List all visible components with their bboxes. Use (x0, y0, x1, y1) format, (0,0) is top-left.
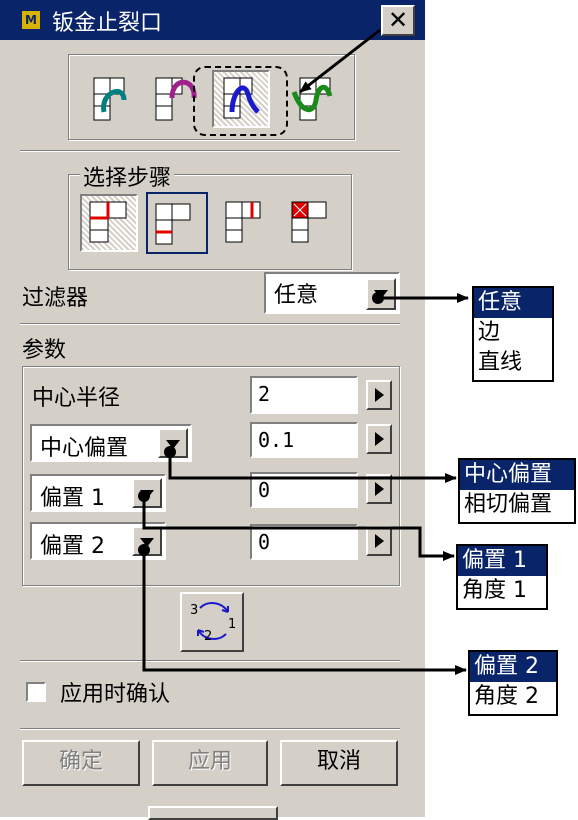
filter-options-popup: 任意 边 直线 (472, 286, 554, 382)
filter-option-any[interactable]: 任意 (474, 288, 552, 318)
cycle-num-1: 1 (228, 617, 236, 632)
chevron-down-icon[interactable] (158, 428, 188, 458)
separator (20, 728, 400, 730)
offset2-option-offset[interactable]: 偏置 2 (470, 652, 556, 682)
center-offset-options-popup: 中心偏置 相切偏置 (458, 458, 576, 524)
v-relief-type-button[interactable] (212, 70, 270, 128)
complex-relief-icon (291, 77, 333, 121)
separator (20, 323, 400, 325)
confirm-on-apply-label[interactable]: 应用时确认 (60, 682, 171, 707)
step-region-button[interactable] (284, 194, 342, 252)
selection-steps-title: 选择步骤 (80, 160, 175, 192)
center-offset-step-button[interactable] (366, 424, 392, 454)
offset1-type-select[interactable]: 偏置 1 (30, 474, 166, 512)
round-relief-type-button[interactable] (80, 70, 138, 128)
center-offset-option-tangent[interactable]: 相切偏置 (464, 492, 553, 517)
ok-button[interactable]: 确定 (22, 740, 140, 786)
chevron-down-icon[interactable] (132, 478, 162, 508)
offset2-type-value: 偏置 2 (40, 534, 105, 559)
offset1-step-button[interactable] (366, 474, 392, 504)
apply-button[interactable]: 应用 (152, 740, 268, 786)
round-relief-icon (93, 77, 127, 121)
chevron-down-icon[interactable] (132, 526, 162, 556)
offset1-options-popup: 偏置 1 角度 1 (456, 544, 548, 610)
filter-label: 过滤器 (22, 286, 89, 311)
relief-type-group (68, 54, 355, 140)
center-radius-label: 中心半径 (32, 386, 121, 411)
cycle-num-2: 2 (204, 629, 212, 644)
separator (20, 660, 400, 662)
step-corner-icon (225, 201, 261, 243)
params-label: 参数 (22, 338, 67, 363)
offset1-option-angle[interactable]: 角度 1 (462, 578, 527, 603)
cancel-button[interactable]: 取消 (280, 740, 398, 786)
offset2-step-button[interactable] (366, 526, 392, 556)
offset1-option-offset[interactable]: 偏置 1 (458, 546, 546, 576)
complex-relief-type-button[interactable] (286, 70, 344, 128)
offset1-input[interactable]: 0 (250, 472, 358, 508)
offset1-type-value: 偏置 1 (40, 486, 105, 511)
center-offset-type-select[interactable]: 中心偏置 (30, 424, 192, 462)
cycle-arrows-icon: 3 1 2 (190, 602, 236, 644)
cycle-offsets-button[interactable]: 3 1 2 (180, 592, 244, 652)
center-radius-input[interactable]: 2 (250, 376, 358, 414)
v-relief-icon (223, 77, 260, 119)
close-button[interactable]: ✕ (381, 5, 415, 36)
step-corner-button[interactable] (218, 194, 276, 252)
center-radius-step-button[interactable] (366, 380, 392, 410)
step-edge-button[interactable] (146, 192, 208, 254)
filter-option-line[interactable]: 直线 (478, 350, 523, 375)
partial-button-edge (148, 806, 278, 820)
step-edge-icon (155, 203, 191, 245)
app-icon: M (22, 11, 40, 29)
chevron-down-icon[interactable] (366, 278, 396, 310)
selected-type-highlight (193, 66, 288, 136)
filter-dropdown[interactable]: 任意 (264, 272, 400, 314)
offset2-type-select[interactable]: 偏置 2 (30, 522, 166, 560)
offset2-option-angle[interactable]: 角度 2 (474, 684, 539, 709)
title-bar[interactable]: M 钣金止裂口 ✕ (0, 0, 425, 40)
filter-option-edge[interactable]: 边 (478, 320, 501, 345)
sheet-metal-relief-dialog: M 钣金止裂口 ✕ (0, 0, 425, 820)
dialog-title: 钣金止裂口 (52, 11, 163, 36)
selection-steps-group (68, 174, 352, 270)
center-offset-option-center[interactable]: 中心偏置 (460, 460, 574, 490)
step-face-button[interactable] (80, 194, 138, 252)
filter-value: 任意 (274, 283, 319, 308)
step-region-icon (291, 201, 327, 243)
step-face-icon (89, 201, 127, 243)
offset2-input[interactable]: 0 (250, 524, 358, 560)
confirm-on-apply-checkbox[interactable] (26, 682, 46, 702)
offset2-options-popup: 偏置 2 角度 2 (468, 650, 558, 716)
center-offset-input[interactable]: 0.1 (250, 422, 358, 458)
center-offset-type-value: 中心偏置 (40, 436, 129, 461)
separator (20, 150, 400, 152)
cycle-num-3: 3 (190, 603, 198, 618)
